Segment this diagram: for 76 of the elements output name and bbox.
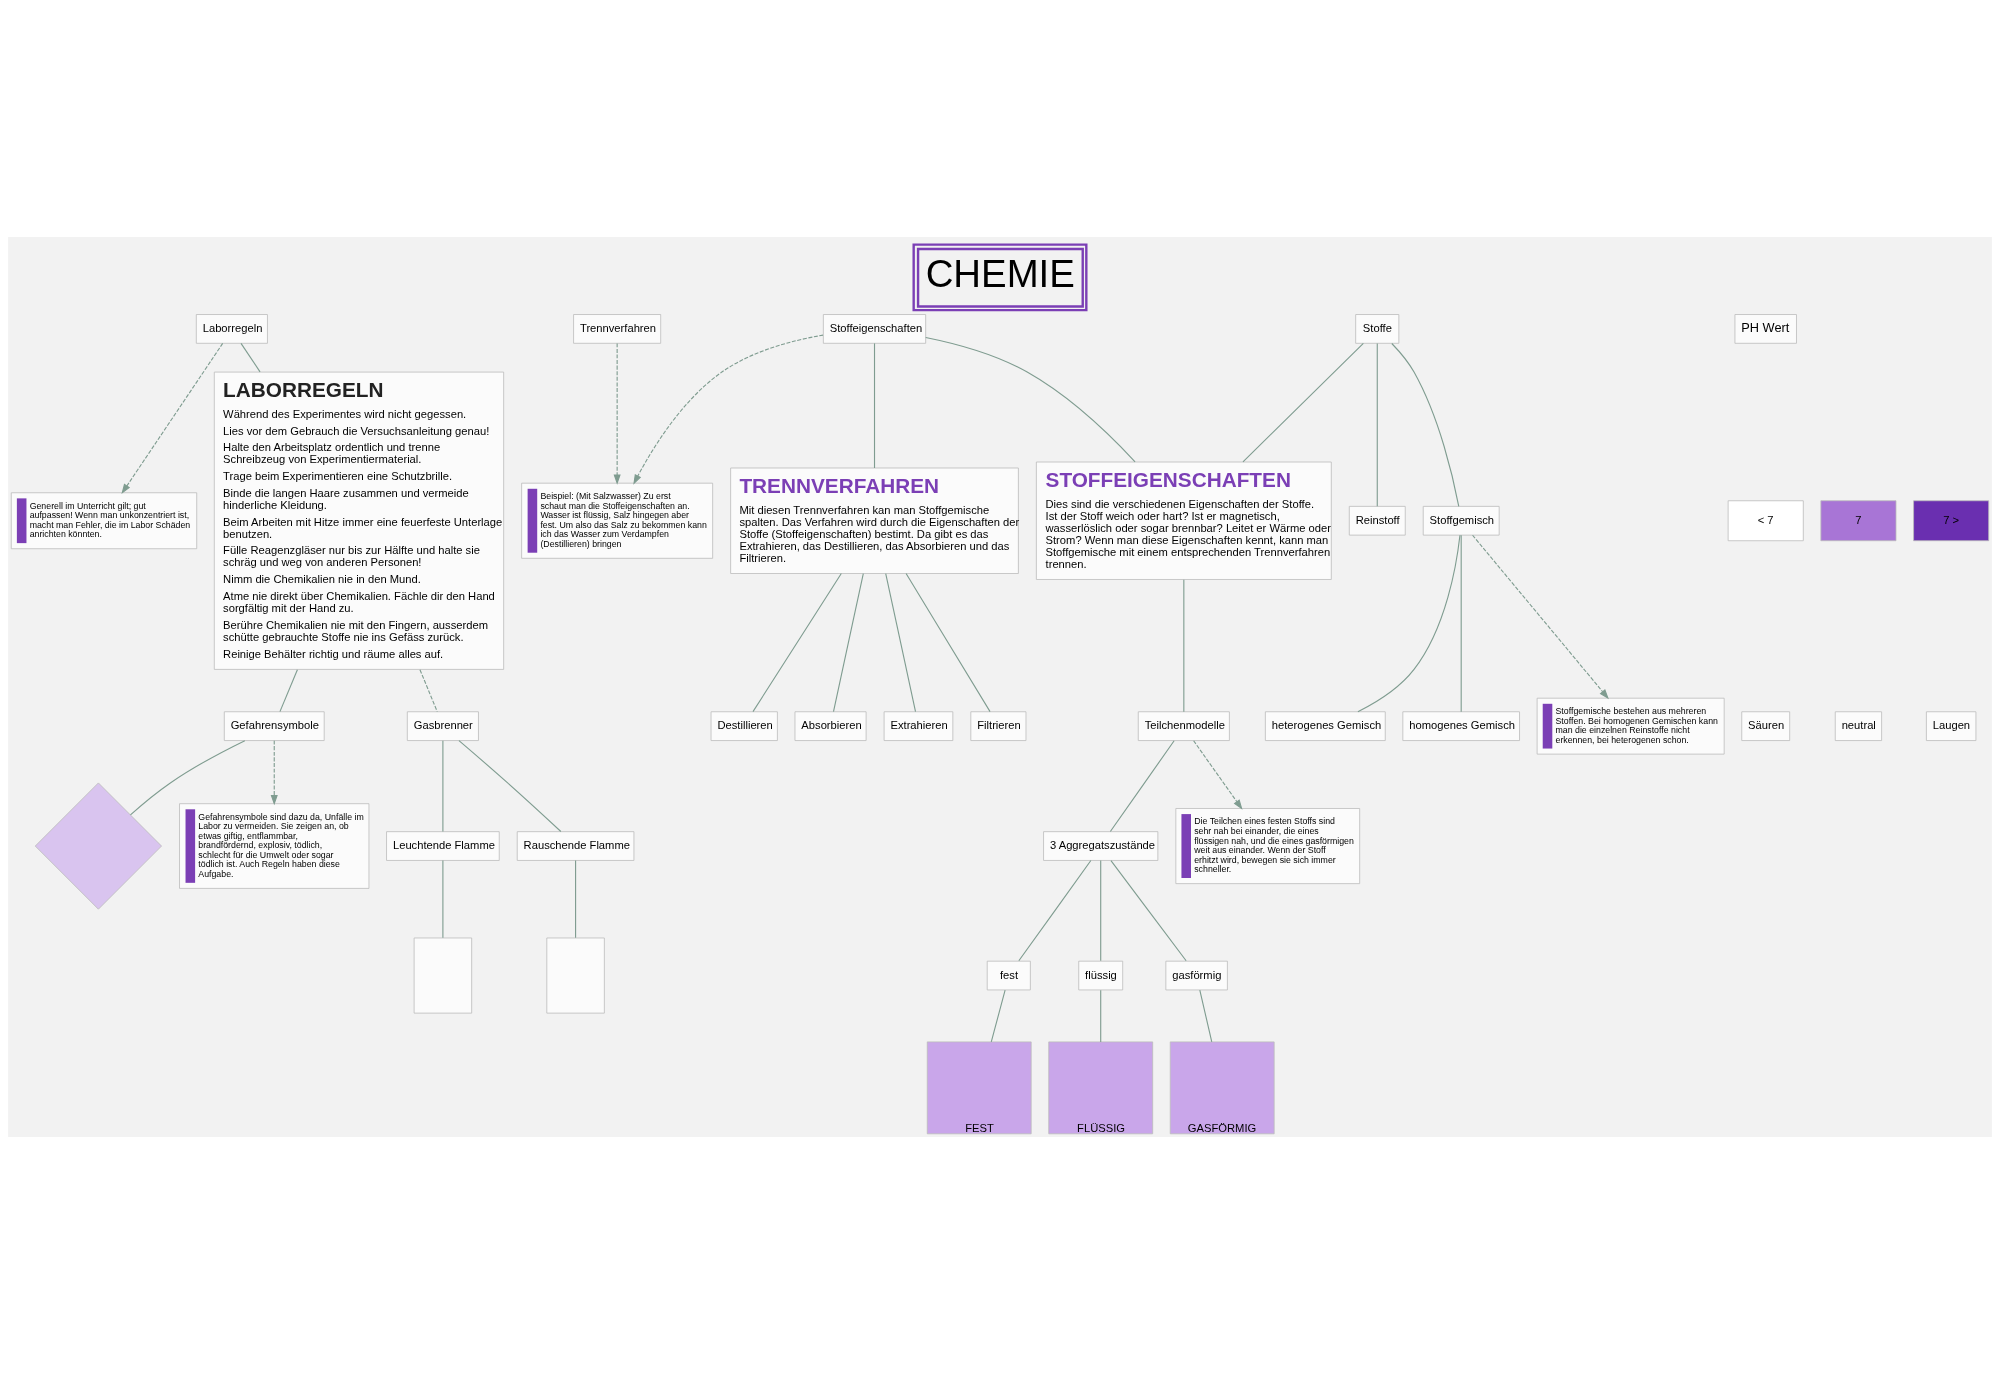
node-box: Laugen [1926, 711, 1977, 741]
node-box: heterogenes Gemisch [1264, 711, 1386, 741]
connector [1242, 342, 1364, 463]
connector [442, 860, 444, 939]
connector [752, 572, 842, 713]
node-box: Laborregeln [195, 314, 268, 344]
connector [279, 669, 298, 713]
connector [885, 572, 917, 713]
node-box: PH Wert [1734, 314, 1797, 344]
connector [1100, 989, 1102, 1043]
connector [873, 342, 876, 469]
connector [1109, 740, 1175, 833]
node-box: FEST [926, 1041, 1032, 1135]
connector [905, 572, 991, 713]
node-box: Filtrieren [970, 711, 1027, 741]
node-box: Absorbieren [794, 711, 867, 741]
node-box: Rauschende Flamme [516, 831, 635, 861]
node-box: Gasbrenner [406, 711, 479, 741]
arrow [633, 334, 824, 485]
node-box: Teilchenmodelle [1137, 711, 1230, 741]
node-box: Extrahieren [883, 711, 954, 741]
node-box: homogenes Gemisch [1402, 711, 1520, 741]
node-box: flüssig [1078, 960, 1124, 991]
connector [240, 342, 261, 373]
connector [925, 336, 1136, 463]
arrow [1472, 534, 1609, 700]
node-box: LABORREGELN Während des Experimentes wird nicht gegessen. Lies vor dem Gebrauch die Versuchsanleitung genau! Halte den Arbeitsplatz ordentlich und trenne Schreibzeug von Experimentiermaterial. Trage beim Experimentieren eine Schutzbrille. Binde die langen Haare zusammen und vermeide hinderliche Kleidung. Beim Arbeiten mit Hitze immer eine feuerfeste Unterlage benutzen. Fülle Reagenzgläser nur bis zur Hälfte und halte sie schräg und weg von anderen Personen! Nimm die Chemikalien nie in den Mund. Atme nie direkt über Chemikalien. Fächle dir den Hand sorgfältig mit der Hand zu. Berühre Chemikalien nie mit den Fingern, ausserdem schütte gebrauchte Stoffe nie ins Gefäss zurück. Reinige Behälter richtig und räume alles auf. [213, 371, 505, 670]
node-box [546, 937, 605, 1014]
node-box: 3 Aggregatszustände [1043, 831, 1159, 861]
connector [575, 860, 577, 939]
node-box: fest [986, 960, 1031, 991]
connector [1018, 860, 1092, 962]
connector [1100, 860, 1102, 962]
node-box: TRENNVERFAHREN Mit diesen Trennverfahren kan man Stoffgemische spalten. Das Verfahren wird durch die Eigenschaften der Stoffe (Stoffeigenschaften) bestimt. Da gibt es das Extrahieren, das Destillieren, das Absorbieren und das Filtrieren. [730, 467, 1019, 574]
node-box: Die Teilchen eines festen Stoffs sind sehr nah bei einander, die eines flüssigen nah, und die eines gasförmigen weit aus einander. Wenn der Stoff erhitzt wird, bewegen sie sich immer schneller. [1175, 808, 1361, 885]
node-box: Leuchtende Flamme [386, 831, 500, 861]
node-box: 7 > [1913, 500, 1990, 542]
node-box: Generell im Unterricht gilt; gut aufpassen! Wenn man unkonzentriert ist, macht man Fehler, die im Labor Schäden anrichten könnten. [10, 492, 198, 550]
arrow [121, 342, 224, 495]
node-box: Destillieren [710, 711, 778, 741]
node-box: Gefahrensymbole sind dazu da, Unfälle im Labor zu vermeiden. Sie zeigen an, ob etwas giftig, entflammbar, brandfördernd, explosiv, tödlich, schlecht für die Umwelt oder sogar tödlich ist. Auch Regeln haben diese Aufgabe. [179, 803, 370, 889]
node-box: 7 [1820, 500, 1897, 542]
connector [832, 572, 864, 713]
node-box: Gefahrensymbole [223, 711, 325, 741]
node-box: Reinstoff [1348, 505, 1406, 536]
diagram-title: CHEMIE [925, 252, 1075, 296]
node-box [413, 937, 473, 1014]
arrow [613, 342, 621, 485]
arrow [1193, 740, 1243, 810]
connector [442, 740, 444, 833]
connector [1391, 342, 1460, 507]
connector [1183, 579, 1185, 713]
node-box: GASFÖRMIG [1169, 1041, 1275, 1135]
node-box: < 7 [1727, 500, 1804, 542]
node-box: STOFFEIGENSCHAFTEN Dies sind die verschiedenen Eigenschaften der Stoffe. Ist der Stoff weich oder hart? Ist er magnetisch, wasserlöslich oder sogar brennbar? Leitet er Wärme oder Strom? Wenn man diese Eigenschaften kennt, kann man Stoffgemische mit einem entsprechenden Trennverfahren trennen. [1035, 461, 1332, 580]
node-box: gasförmig [1165, 960, 1228, 991]
node-box: Trennverfahren [573, 314, 662, 344]
node-box: Stoffe [1355, 314, 1400, 344]
connector [419, 669, 438, 713]
connector [1460, 534, 1462, 713]
connector [458, 740, 562, 833]
node-box: Stoffgemische bestehen aus mehreren Stoffen. Bei homogenen Gemischen kann man die einzelnen Reinstoffe nicht erkennen, bei heterogenen schon. [1536, 697, 1725, 755]
connector [129, 740, 246, 816]
node-box: Stoffeigenschaften [822, 314, 927, 344]
node-diamond [34, 782, 162, 910]
connector [1110, 860, 1187, 962]
node-box: neutral [1834, 711, 1882, 741]
connector [990, 989, 1006, 1043]
node-box: Stoffgemisch [1422, 505, 1500, 536]
node-box: Säuren [1741, 711, 1791, 741]
arrow [270, 740, 278, 806]
connector [1357, 534, 1461, 713]
connector [1376, 342, 1378, 507]
connector [1199, 989, 1213, 1043]
node-box: Beispiel: (Mit Salzwasser) Zu erst schaut man die Stoffeigenschaften an. Wasser ist flüssig, Salz hingegen aber fest. Um also das Salz zu bekommen kann ich das Wasser zum Verdampfen (Destillieren) bringen [521, 482, 714, 559]
node-box: FLÜSSIG [1048, 1041, 1154, 1135]
